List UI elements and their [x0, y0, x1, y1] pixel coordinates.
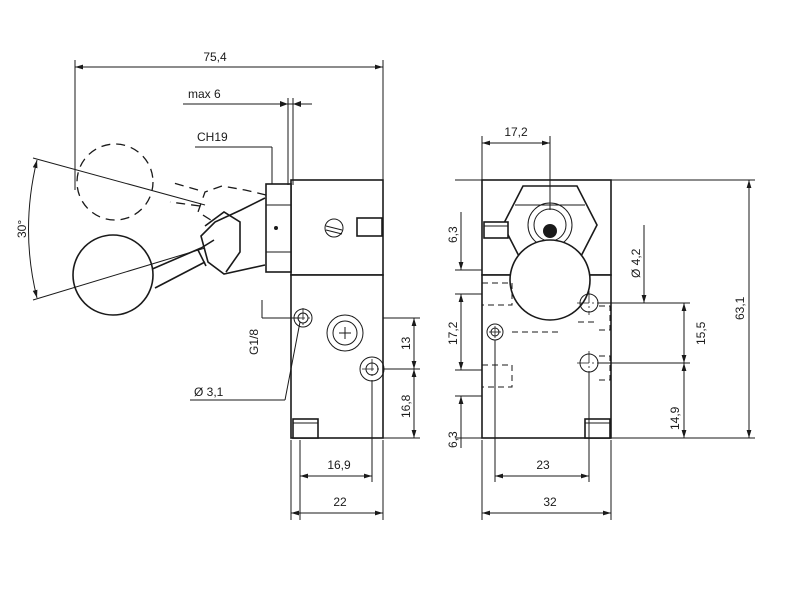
dim-mount-hole: Ø 4,2 — [629, 248, 643, 278]
hidden-passages — [482, 282, 611, 388]
front-lever-knob — [509, 239, 591, 321]
actuator-screw — [324, 218, 344, 238]
dim-lever-angle: 30° — [15, 220, 29, 238]
dim-side-width: 32 — [543, 495, 557, 509]
bottom-tab — [292, 418, 319, 439]
dim-port-spacing: 13 — [399, 336, 413, 350]
dim-left-port-height: 17,2 — [446, 321, 460, 345]
side-view: 75,4 max 6 CH19 30° G1/8 Ø 3,1 13 16,8 1… — [15, 50, 420, 520]
lever-knob-phantom — [76, 143, 154, 221]
hex-nut — [265, 183, 292, 273]
dim-port-height: 16,8 — [399, 394, 413, 418]
dim-bottom-offset: 6,3 — [446, 431, 460, 448]
dim-port-thread: G1/8 — [247, 329, 261, 355]
front-bottom-tab — [584, 418, 611, 439]
front-top-tab — [483, 221, 509, 239]
dim-front-width: 22 — [333, 495, 347, 509]
lever-phantom — [76, 143, 267, 223]
dim-top-offset: 6,3 — [446, 226, 460, 243]
actuator-tab — [356, 217, 383, 237]
dim-overall-length: 75,4 — [203, 50, 227, 64]
lever-knob — [72, 234, 154, 316]
valve-body — [290, 274, 384, 439]
front-view: 17,2 6,3 17,2 6,3 Ø 4,2 15,5 63,1 14,9 2… — [446, 125, 755, 520]
dim-hole-spacing: 15,5 — [694, 321, 708, 345]
dim-hole-height: 14,9 — [668, 406, 682, 430]
dim-hole-distance: 23 — [536, 458, 550, 472]
dim-overall-height: 63,1 — [733, 296, 747, 320]
dim-actuator-offset: 17,2 — [504, 125, 528, 139]
lever-actual — [72, 197, 266, 316]
dim-max-travel: max 6 — [188, 87, 221, 101]
dim-port-offset: 16,9 — [327, 458, 351, 472]
dim-wrench-size: CH19 — [197, 130, 228, 144]
dim-small-hole: Ø 3,1 — [194, 385, 224, 399]
